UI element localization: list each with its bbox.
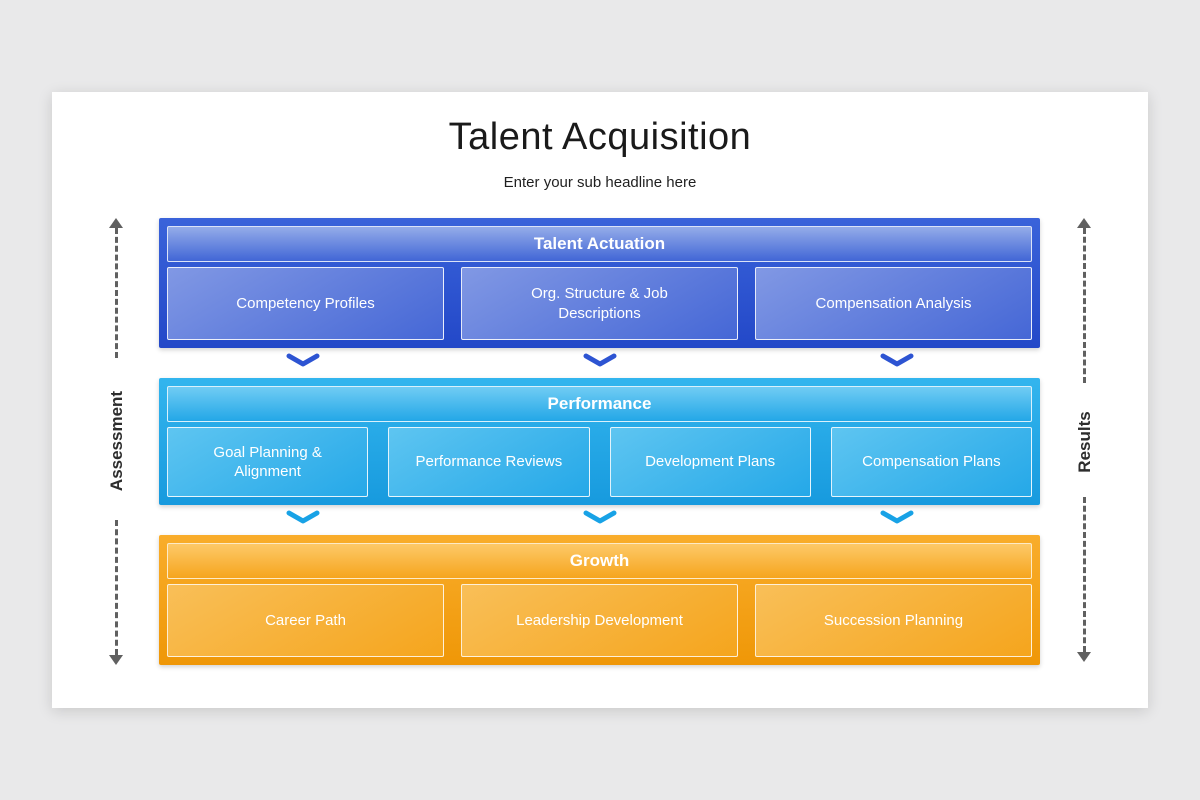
arrowhead-up-icon xyxy=(1077,218,1091,228)
item-org-structure-job-descriptions: Org. Structure & Job Descriptions xyxy=(461,267,738,340)
dashed-arrow-down-right xyxy=(1074,497,1094,662)
dashed-line xyxy=(114,520,118,655)
chevron-down-icon xyxy=(286,353,320,367)
chevron-down-icon xyxy=(880,510,914,524)
section-header: Growth xyxy=(167,543,1032,579)
section-header: Performance xyxy=(167,386,1032,422)
section-items: Goal Planning & Alignment Performance Re… xyxy=(167,427,1032,497)
item-career-path: Career Path xyxy=(167,584,444,657)
item-performance-reviews: Performance Reviews xyxy=(388,427,590,497)
arrowhead-down-icon xyxy=(1077,652,1091,662)
page-title: Talent Acquisition xyxy=(448,116,752,158)
section-header: Talent Actuation xyxy=(167,226,1032,262)
dashed-line xyxy=(1082,228,1086,383)
item-compensation-analysis: Compensation Analysis xyxy=(755,267,1032,340)
chevron-down-icon xyxy=(286,510,320,524)
dashed-line xyxy=(114,228,118,358)
slide-card: Talent Acquisition Enter your sub headli… xyxy=(52,92,1148,708)
chevron-down-icon xyxy=(583,353,617,367)
dashed-arrow-down-left xyxy=(106,520,126,665)
chevron-down-icon xyxy=(880,353,914,367)
side-label-assessment: Assessment xyxy=(107,390,126,492)
item-competency-profiles: Competency Profiles xyxy=(167,267,444,340)
section-items: Competency Profiles Org. Structure & Job… xyxy=(167,267,1032,340)
item-succession-planning: Succession Planning xyxy=(755,584,1032,657)
section-growth: Growth Career Path Leadership Developmen… xyxy=(159,535,1040,665)
section-items: Career Path Leadership Development Succe… xyxy=(167,584,1032,657)
side-label-results: Results xyxy=(1075,411,1094,473)
item-goal-planning-alignment: Goal Planning & Alignment xyxy=(167,427,369,497)
arrowhead-down-icon xyxy=(109,655,123,665)
page-subtitle: Enter your sub headline here xyxy=(503,174,697,191)
dashed-arrow-up-right xyxy=(1074,218,1094,383)
section-performance: Performance Goal Planning & Alignment Pe… xyxy=(159,378,1040,505)
arrowhead-up-icon xyxy=(109,218,123,228)
dashed-line xyxy=(1082,497,1086,652)
section-talent-actuation: Talent Actuation Competency Profiles Org… xyxy=(159,218,1040,348)
chevron-down-icon xyxy=(583,510,617,524)
item-development-plans: Development Plans xyxy=(609,427,811,497)
item-leadership-development: Leadership Development xyxy=(461,584,738,657)
item-compensation-plans: Compensation Plans xyxy=(830,427,1032,497)
dashed-arrow-up-left xyxy=(106,218,126,358)
